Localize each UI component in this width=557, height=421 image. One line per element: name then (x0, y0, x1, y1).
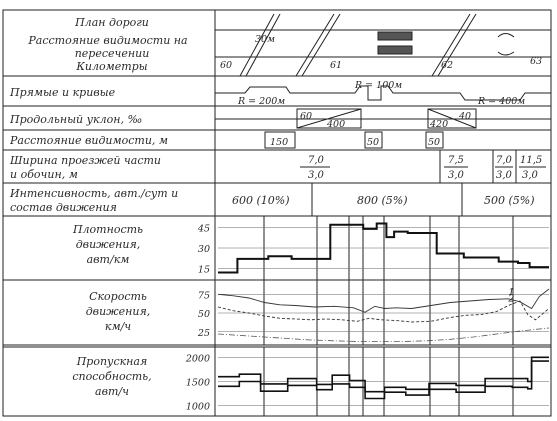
label-capacity-2: способность, (72, 370, 151, 383)
series-0-0 (218, 222, 549, 274)
ytick-2-2: 2000 (185, 353, 210, 364)
grade-slope-1 (296, 108, 362, 129)
visibility-row: 150 50 50 (264, 131, 444, 149)
row-labels: План дороги Расстояние видимости на пере… (9, 16, 188, 398)
plan-sight-distance: 30м (255, 34, 275, 45)
curves-diagram (215, 85, 551, 101)
label-curves: Прямые и кривые (9, 86, 116, 99)
label-density-3: авт/км (87, 253, 130, 266)
series-1-2 (217, 327, 550, 342)
label-km: Километры (75, 60, 147, 73)
visibility-50a: 50 (367, 137, 379, 148)
series-1-0 (217, 288, 550, 313)
crossroad-1b (245, 13, 281, 77)
table-grid (2, 9, 552, 417)
label-grade: Продольный уклон, ‰ (9, 113, 142, 126)
grade-40: 40 (458, 111, 471, 122)
bridge-top (497, 33, 515, 38)
ytick-0-1: 30 (198, 244, 210, 255)
capacity-chart: 1000 1500 2000 (185, 353, 549, 413)
intensity-500: 500 (5%) (484, 194, 535, 207)
label-speed-2: движения, (86, 305, 151, 318)
curve-r200: R = 200м (237, 96, 285, 107)
label-capacity: Пропускная (76, 355, 148, 368)
ytick-1-0: 25 (197, 328, 210, 339)
series-label-1-1: 2 (507, 294, 514, 305)
km-62: 62 (441, 60, 453, 71)
visibility-box-1 (264, 131, 296, 149)
label-density: Плотность (72, 223, 143, 236)
grade-row: 60 400 420 40 (215, 108, 551, 130)
label-visibility: Расстояние видимости, м (9, 134, 168, 147)
label-intensity: Интенсивность, авт./сут и (9, 187, 178, 200)
crossroad-3 (431, 13, 471, 77)
width-4-den: 3,0 (522, 170, 539, 181)
bridge-bottom (497, 51, 515, 56)
width-1-num: 7,0 (308, 155, 325, 166)
grade-60: 60 (300, 111, 312, 122)
ytick-0-2: 45 (197, 224, 210, 235)
grade-400: 400 (326, 119, 345, 130)
label-capacity-3: авт/ч (95, 385, 129, 398)
grade-box-1 (296, 108, 362, 129)
visibility-50b: 50 (428, 137, 440, 148)
label-density-2: движения, (76, 238, 141, 251)
width-2-num: 7,5 (448, 155, 464, 166)
curve-r400: R = 400м (477, 96, 525, 107)
label-intensity-2: состав движения (10, 201, 117, 214)
crossroad-3b (437, 13, 477, 77)
visibility-box-2 (364, 131, 383, 149)
width-1-den: 3,0 (308, 170, 325, 181)
curve-r100: R = 100м (354, 80, 402, 91)
label-plan: План дороги (74, 16, 149, 29)
km-61: 61 (330, 60, 342, 71)
building-2 (377, 45, 413, 55)
intensity-600: 600 (10%) (232, 194, 290, 207)
width-3-num: 7,0 (496, 155, 513, 166)
outer-border (2, 9, 552, 417)
visibility-150: 150 (270, 137, 288, 148)
ytick-1-2: 75 (198, 290, 210, 301)
curves-row: R = 200м R = 100м R = 400м (215, 80, 551, 107)
label-intersection: пересечении (75, 47, 150, 60)
label-speed: Скорость (89, 290, 147, 303)
crossroad-2 (295, 13, 335, 77)
label-width: Ширина проезжей части (9, 154, 161, 167)
series-1-1 (217, 300, 550, 323)
series-2-0 (218, 360, 549, 400)
plan-row: 30м 60 61 62 63 (215, 13, 551, 77)
visibility-box-3 (425, 131, 444, 149)
width-4-num: 11,5 (520, 155, 542, 166)
crossroad-1 (239, 13, 275, 77)
width-row: 7,0 3,0 7,5 3,0 7,0 3,0 11,5 3,0 (300, 150, 546, 183)
label-width-2: и обочин, м (10, 168, 78, 181)
km-60: 60 (220, 60, 232, 71)
series-2-1 (218, 356, 549, 393)
width-3-den: 3,0 (496, 170, 513, 181)
intensity-800: 800 (5%) (357, 194, 408, 207)
intensity-row: 600 (10%) 800 (5%) 500 (5%) (232, 183, 535, 216)
density-chart: 15 30 45 (197, 222, 549, 275)
label-speed-3: км/ч (105, 320, 131, 333)
speed-chart: 25 50 75 12 (197, 287, 550, 342)
crossroad-2b (301, 13, 341, 77)
grade-slope-2 (427, 108, 477, 129)
ytick-0-0: 15 (198, 264, 210, 275)
ytick-2-1: 1500 (186, 378, 210, 389)
grade-box-2 (427, 108, 477, 129)
grade-420: 420 (429, 119, 448, 130)
width-2-den: 3,0 (448, 170, 465, 181)
series-label-1-0: 1 (508, 287, 514, 298)
ytick-1-1: 50 (198, 309, 210, 320)
building-1 (377, 31, 413, 41)
ytick-2-0: 1000 (186, 402, 210, 413)
label-sight-intersection: Расстояние видимости на (27, 34, 187, 47)
km-63: 63 (530, 56, 542, 67)
